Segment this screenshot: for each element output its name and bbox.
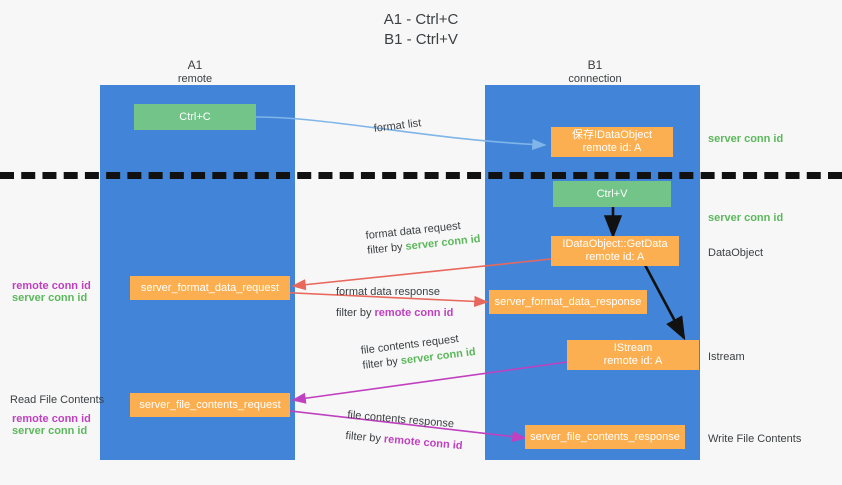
edge-label-file-contents-response-line1: file contents response bbox=[346, 408, 455, 431]
node-server-format-data-response-label: server_format_data_response bbox=[494, 295, 642, 308]
left-label-remote-conn-id-2: remote conn id bbox=[12, 413, 91, 425]
left-label-server-conn-id-1: server conn id bbox=[12, 292, 88, 304]
node-ctrl-v-label: Ctrl+V bbox=[596, 187, 628, 200]
node-save-idataobject-sub: remote id: A bbox=[582, 142, 642, 154]
right-label-dataobject: DataObject bbox=[708, 247, 764, 259]
filter-value-remote-conn-id: remote conn id bbox=[374, 307, 454, 319]
edge-label-format-data-response-line1: format data response bbox=[336, 286, 440, 298]
node-idataobject-getdata-label: IDataObject::GetData bbox=[562, 238, 668, 250]
filter-prefix: filter by bbox=[361, 355, 402, 372]
node-idataobject-getdata[interactable]: IDataObject::GetData remote id: A bbox=[551, 236, 679, 266]
column-header-a1: A1 remote bbox=[120, 58, 270, 86]
title-line-1: A1 - Ctrl+C bbox=[383, 11, 459, 28]
filter-value-remote-conn-id: remote conn id bbox=[383, 433, 463, 453]
right-label-write-file-contents: Write File Contents bbox=[708, 433, 802, 445]
filter-prefix: filter by bbox=[366, 240, 407, 257]
edge-label-format-data-request: format data request filter by server con… bbox=[365, 217, 481, 259]
edge-label-format-data-response-line2: filter by remote conn id bbox=[336, 306, 453, 321]
column-b1-sub: connection bbox=[568, 73, 622, 85]
node-server-format-data-request-label: server_format_data_request bbox=[140, 281, 280, 294]
node-server-file-contents-response-label: server_file_contents_response bbox=[530, 430, 680, 443]
node-server-file-contents-response[interactable]: server_file_contents_response bbox=[525, 425, 685, 449]
node-ctrl-c-label: Ctrl+C bbox=[179, 110, 211, 123]
edge-label-format-data-response: format data response filter by remote co… bbox=[336, 285, 453, 321]
edge-label-format-list-text: format list bbox=[373, 117, 422, 135]
column-a1-name: A1 bbox=[187, 58, 203, 72]
node-istream-sub: remote id: A bbox=[603, 355, 663, 367]
column-header-b1: B1 connection bbox=[520, 58, 670, 86]
column-b1-name: B1 bbox=[587, 58, 603, 72]
node-save-idataobject-label: 保存IDataObject bbox=[571, 129, 653, 141]
node-istream[interactable]: IStream remote id: A bbox=[567, 340, 699, 370]
left-label-read-file-contents: Read File Contents bbox=[10, 394, 105, 406]
title-line-2: B1 - Ctrl+V bbox=[384, 31, 458, 48]
column-a1-sub: remote bbox=[177, 73, 213, 85]
node-server-file-contents-request[interactable]: server_file_contents_request bbox=[130, 393, 290, 417]
edge-label-format-list: format list bbox=[373, 116, 422, 137]
left-label-remote-conn-id-1: remote conn id bbox=[12, 280, 91, 292]
node-server-format-data-response[interactable]: server_format_data_response bbox=[489, 290, 647, 314]
right-label-server-conn-id-1: server conn id bbox=[708, 133, 784, 145]
edge-label-file-contents-request: file contents request filter by server c… bbox=[360, 330, 477, 374]
right-label-istream: Istream bbox=[708, 351, 745, 363]
node-ctrl-v[interactable]: Ctrl+V bbox=[553, 181, 671, 207]
node-server-format-data-request[interactable]: server_format_data_request bbox=[130, 276, 290, 300]
left-label-server-conn-id-2: server conn id bbox=[12, 425, 88, 437]
edge-label-file-contents-response: file contents response filter by remote … bbox=[345, 408, 465, 454]
node-istream-label: IStream bbox=[613, 342, 653, 354]
filter-prefix: filter by bbox=[336, 307, 375, 319]
node-save-idataobject[interactable]: 保存IDataObject remote id: A bbox=[551, 127, 673, 157]
filter-prefix: filter by bbox=[345, 429, 385, 446]
edge-label-file-contents-response-line2: filter by remote conn id bbox=[345, 429, 463, 454]
phase-divider bbox=[0, 172, 842, 179]
node-idataobject-getdata-sub: remote id: A bbox=[585, 251, 645, 263]
node-ctrl-c[interactable]: Ctrl+C bbox=[134, 104, 256, 130]
node-server-file-contents-request-label: server_file_contents_request bbox=[139, 398, 281, 411]
diagram-title: A1 - Ctrl+C B1 - Ctrl+V bbox=[0, 10, 842, 50]
right-label-server-conn-id-2: server conn id bbox=[708, 212, 784, 224]
